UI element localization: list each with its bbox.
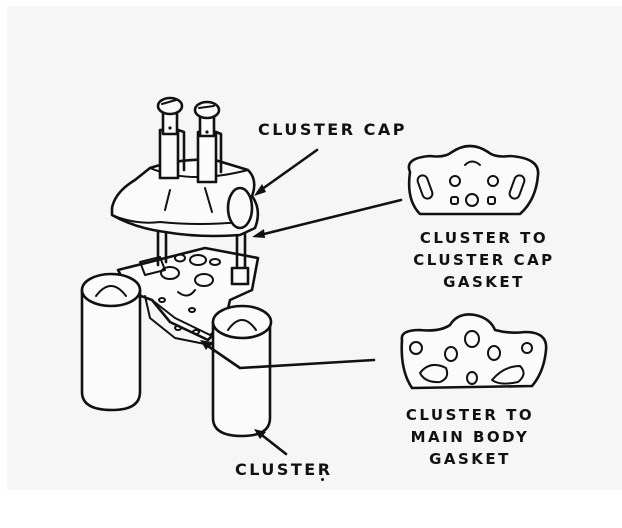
label-cluster-cap: CLUSTER CAP: [258, 120, 407, 139]
label-cluster: CLUSTER: [235, 460, 333, 479]
label-cluster-to-cap-gasket: CLUSTER TO CLUSTER CAP GASKET: [386, 227, 582, 293]
label-cluster-to-main-body-gasket: CLUSTER TO MAIN BODY GASKET: [382, 404, 558, 470]
cluster-assembly: [80, 230, 273, 438]
screw-head-left: [156, 96, 184, 116]
screw-head-right: [193, 100, 221, 120]
cluster-cap: [110, 96, 260, 238]
cluster-left-well: [80, 272, 142, 412]
gasket-cluster-to-main-body: [400, 313, 548, 390]
label-line: GASKET: [429, 450, 511, 468]
label-line: CLUSTER TO: [405, 406, 535, 424]
cluster-right-well: [211, 304, 273, 438]
plate-slot: [139, 256, 166, 276]
label-period: [321, 478, 324, 481]
label-line: CLUSTER TO: [419, 229, 549, 247]
leader-lines: [200, 148, 403, 456]
label-line: GASKET: [443, 273, 525, 291]
gasket-cluster-to-cap: [407, 144, 540, 216]
label-line: MAIN BODY: [410, 428, 530, 446]
label-line: CLUSTER CAP: [413, 251, 555, 269]
